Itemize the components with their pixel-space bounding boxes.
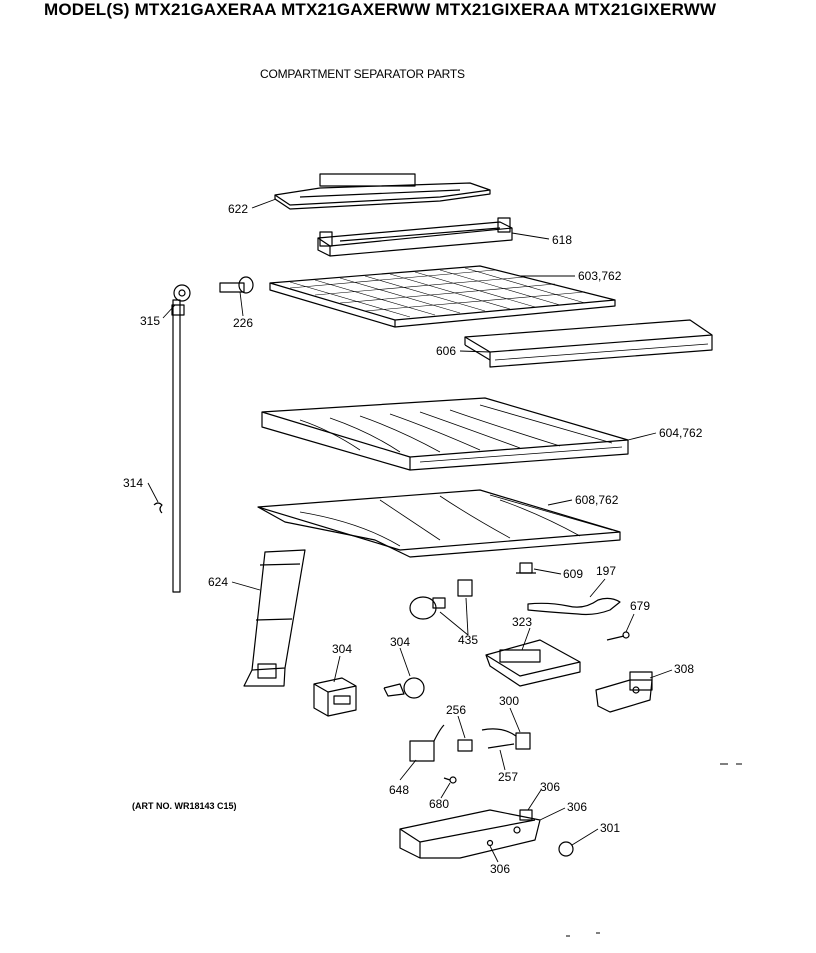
callout-606: 606	[436, 344, 457, 358]
part-197-strip	[527, 597, 621, 616]
callout-257: 257	[498, 770, 519, 784]
callout-618: 618	[552, 233, 573, 247]
part-604-tray	[261, 397, 629, 471]
callout-679: 679	[630, 599, 651, 613]
leader-lines	[147, 198, 673, 863]
part-435-bulb	[409, 579, 473, 620]
part-256-connector	[457, 739, 473, 752]
part-308-bracket	[595, 671, 653, 713]
callout-315: 315	[140, 314, 161, 328]
callout-197: 197	[596, 564, 617, 578]
scan-marks	[566, 763, 742, 937]
callout-301: 301	[600, 821, 621, 835]
callout-624: 624	[208, 575, 229, 589]
callout-648: 648	[389, 783, 410, 797]
part-314-clip	[153, 502, 163, 514]
part-608-pan	[257, 489, 621, 558]
callout-306-bottom: 306	[490, 862, 511, 876]
callout-306-top: 306	[540, 780, 561, 794]
part-606-front-panel	[464, 319, 713, 368]
model-list-header: MODEL(S) MTX21GAXERAA MTX21GAXERWW MTX21…	[44, 0, 717, 19]
part-624-support	[243, 549, 306, 687]
callout-300: 300	[499, 694, 520, 708]
part-622-cover	[274, 173, 491, 210]
part-679-screw	[606, 631, 630, 641]
part-648-motor	[409, 724, 445, 762]
part-323-housing	[485, 639, 581, 687]
part-300-sensor	[481, 728, 531, 750]
part-301-knob	[558, 841, 574, 857]
part-603-grille-shelf	[269, 265, 616, 328]
diagram-title: COMPARTMENT SEPARATOR PARTS	[260, 67, 465, 81]
callout-609: 609	[563, 567, 584, 581]
callout-308: 308	[674, 662, 695, 676]
part-315-rod	[171, 284, 191, 593]
callout-256: 256	[446, 703, 467, 717]
callout-603-762: 603,762	[578, 269, 622, 283]
callout-314: 314	[123, 476, 144, 490]
part-609-clip	[516, 562, 536, 574]
callout-680: 680	[429, 797, 450, 811]
callout-304-left: 304	[332, 642, 353, 656]
callout-608-762: 608,762	[575, 493, 619, 507]
callout-435: 435	[458, 633, 479, 647]
part-304-knob	[383, 677, 425, 699]
part-680-screw	[443, 776, 457, 784]
callout-306-right: 306	[567, 800, 588, 814]
callout-304-right: 304	[390, 635, 411, 649]
callout-226: 226	[233, 316, 254, 330]
part-304-block	[313, 677, 357, 717]
part-618-bracket	[317, 217, 513, 257]
callout-622: 622	[228, 202, 249, 216]
part-226-pin	[219, 276, 254, 294]
callout-604-762: 604,762	[659, 426, 703, 440]
callout-323: 323	[512, 615, 533, 629]
art-number: (ART NO. WR18143 C15)	[132, 801, 237, 811]
part-306-base	[399, 809, 541, 859]
